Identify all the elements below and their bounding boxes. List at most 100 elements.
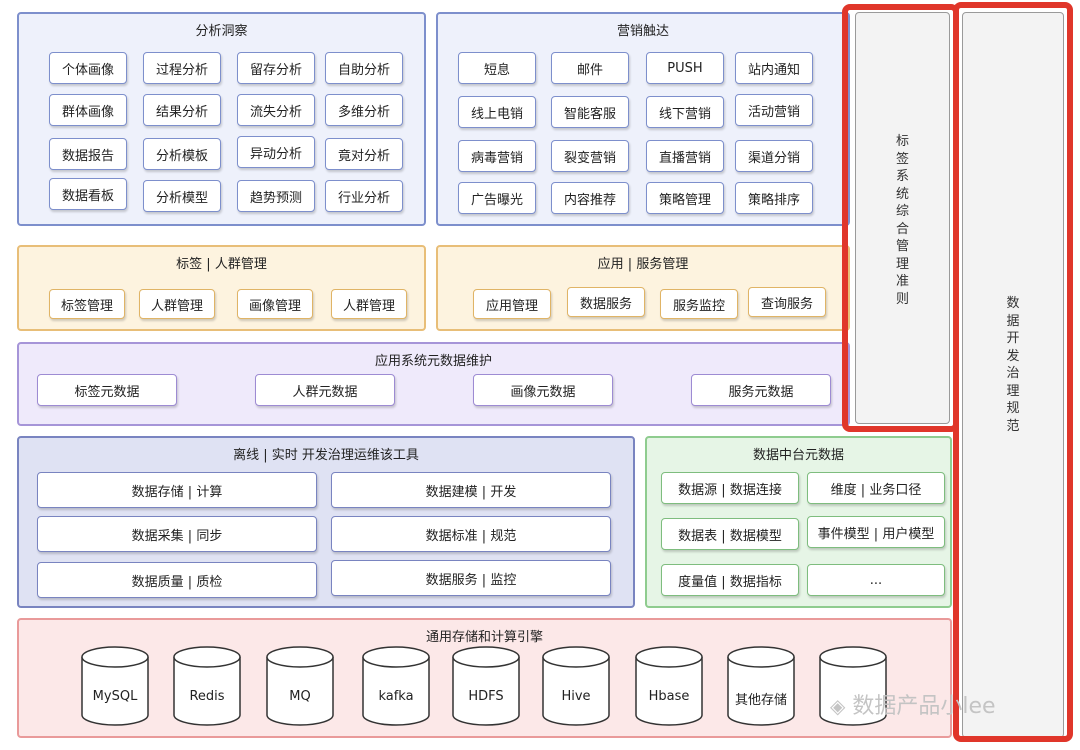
data-governance-char: 发 <box>1006 348 1020 364</box>
tools-item: 数据采集 | 同步 <box>37 516 317 552</box>
analysis-item: 数据看板 <box>49 178 127 210</box>
marketing-item: 病毒营销 <box>458 140 536 172</box>
analysis-item: 行业分析 <box>325 180 403 212</box>
analysis-item: 竟对分析 <box>325 138 403 170</box>
middle-meta-item: 度量值 | 数据指标 <box>661 564 799 596</box>
marketing-item: 线上电销 <box>458 96 536 128</box>
data-governance-highlight <box>953 2 1073 742</box>
middle-meta-title: 数据中台元数据 <box>752 448 844 463</box>
tag-mgmt-item: 人群管理 <box>139 289 215 319</box>
storage-cylinder <box>818 645 888 727</box>
watermark-text: 数据产品小lee <box>852 694 996 719</box>
tag-rules-char: 签 <box>895 151 909 167</box>
tag-rules-column: 标签系统综合管理准则 <box>855 12 950 424</box>
middle-meta-item: 数据表 | 数据模型 <box>661 518 799 550</box>
meta-panel: 应用系统元数据维护 标签元数据 人群元数据 画像元数据 服务元数据 <box>17 342 850 426</box>
watermark: ◈ 数据产品小lee <box>830 688 996 720</box>
tools-item: 数据质量 | 质检 <box>37 562 317 598</box>
analysis-item: 分析模板 <box>143 138 221 170</box>
app-mgmt-item: 服务监控 <box>660 289 738 319</box>
storage-cylinder: MySQL <box>80 645 150 727</box>
tag-rules-char: 理 <box>895 256 909 272</box>
marketing-item: 策略排序 <box>735 182 813 214</box>
tag-rules-highlight <box>842 4 959 432</box>
tag-rules-char: 系 <box>895 169 909 184</box>
marketing-item: 活动营销 <box>735 94 813 126</box>
marketing-item: 直播营销 <box>646 140 724 172</box>
marketing-item: 邮件 <box>551 52 629 84</box>
analysis-item: 数据报告 <box>49 138 127 170</box>
app-mgmt-item: 数据服务 <box>567 287 645 317</box>
storage-cylinder: kafka <box>361 645 431 727</box>
meta-item: 人群元数据 <box>255 374 395 406</box>
marketing-title: 营销触达 <box>616 24 669 39</box>
storage-title: 通用存储和计算引擎 <box>425 630 543 645</box>
storage-label: Hbase <box>648 689 690 704</box>
middle-meta-item: 数据源 | 数据连接 <box>661 472 799 504</box>
tag-mgmt-panel: 标签 | 人群管理 标签管理 人群管理 画像管理 人群管理 <box>17 245 426 331</box>
storage-label: MQ <box>289 689 311 704</box>
analysis-item: 结果分析 <box>143 94 221 126</box>
app-mgmt-title: 应用 | 服务管理 <box>597 257 689 272</box>
storage-cylinder: HDFS <box>451 645 521 727</box>
tag-rules-char: 合 <box>895 221 909 237</box>
marketing-item: 智能客服 <box>551 96 629 128</box>
data-governance-char: 范 <box>1006 418 1020 434</box>
tag-rules-char: 管 <box>895 239 909 254</box>
tag-mgmt-title: 标签 | 人群管理 <box>176 257 267 272</box>
tag-rules-char: 则 <box>895 291 909 307</box>
marketing-item: 短息 <box>458 52 536 84</box>
tag-mgmt-item: 标签管理 <box>49 289 125 319</box>
data-governance-char: 开 <box>1006 331 1020 346</box>
app-mgmt-item: 应用管理 <box>473 289 551 319</box>
storage-cylinder: Redis <box>172 645 242 727</box>
storage-cylinder: MQ <box>265 645 335 727</box>
storage-label: Hive <box>561 689 591 704</box>
marketing-item: 渠道分销 <box>735 140 813 172</box>
storage-cylinder: Hbase <box>634 645 704 727</box>
storage-cylinder: Hive <box>541 645 611 727</box>
storage-cylinder: 其他存储 <box>726 645 796 727</box>
analysis-panel: 分析洞察 个体画像 过程分析 留存分析 自助分析 群体画像 结果分析 流失分析 … <box>17 12 426 226</box>
data-governance-char: 据 <box>1006 313 1020 329</box>
marketing-item: 策略管理 <box>646 182 724 214</box>
tools-item: 数据存储 | 计算 <box>37 472 317 508</box>
analysis-item: 趋势预测 <box>237 180 315 212</box>
analysis-item: 自助分析 <box>325 52 403 84</box>
data-governance-char: 理 <box>1006 383 1020 399</box>
storage-label: kafka <box>378 689 414 704</box>
analysis-item: 异动分析 <box>237 136 315 168</box>
marketing-item: 内容推荐 <box>551 182 629 214</box>
marketing-item: 裂变营销 <box>551 140 629 172</box>
data-governance-column: 数据开发治理规范 <box>962 12 1064 738</box>
tag-rules-char: 标 <box>895 134 909 149</box>
storage-label: Redis <box>189 689 225 704</box>
analysis-item: 留存分析 <box>237 52 315 84</box>
tag-rules-char: 综 <box>895 204 909 219</box>
data-governance-char: 规 <box>1006 401 1020 416</box>
middle-meta-item: ... <box>807 564 945 596</box>
analysis-item: 过程分析 <box>143 52 221 84</box>
meta-item: 服务元数据 <box>691 374 831 406</box>
data-governance-char: 治 <box>1006 366 1020 381</box>
analysis-item: 分析模型 <box>143 180 221 212</box>
tag-rules-label: 标签系统综合管理准则 <box>856 133 949 308</box>
storage-label: 其他存储 <box>734 693 787 708</box>
meta-item: 标签元数据 <box>37 374 177 406</box>
analysis-item: 群体画像 <box>49 94 127 126</box>
marketing-item: 站内通知 <box>735 52 813 84</box>
analysis-item: 个体画像 <box>49 52 127 84</box>
middle-meta-item: 维度 | 业务口径 <box>807 472 945 504</box>
marketing-item: PUSH <box>646 52 724 84</box>
tag-mgmt-item: 画像管理 <box>237 289 313 319</box>
tag-rules-char: 统 <box>895 186 909 202</box>
analysis-item: 多维分析 <box>325 94 403 126</box>
marketing-panel: 营销触达 短息 邮件 PUSH 站内通知 线上电销 智能客服 线下营销 活动营销… <box>436 12 850 226</box>
tag-mgmt-item: 人群管理 <box>331 289 407 319</box>
tools-item: 数据建模 | 开发 <box>331 472 611 508</box>
app-mgmt-item: 查询服务 <box>748 287 826 317</box>
meta-item: 画像元数据 <box>473 374 613 406</box>
storage-label: HDFS <box>468 689 504 704</box>
storage-label: MySQL <box>92 689 138 704</box>
app-mgmt-panel: 应用 | 服务管理 应用管理 数据服务 服务监控 查询服务 <box>436 245 850 331</box>
